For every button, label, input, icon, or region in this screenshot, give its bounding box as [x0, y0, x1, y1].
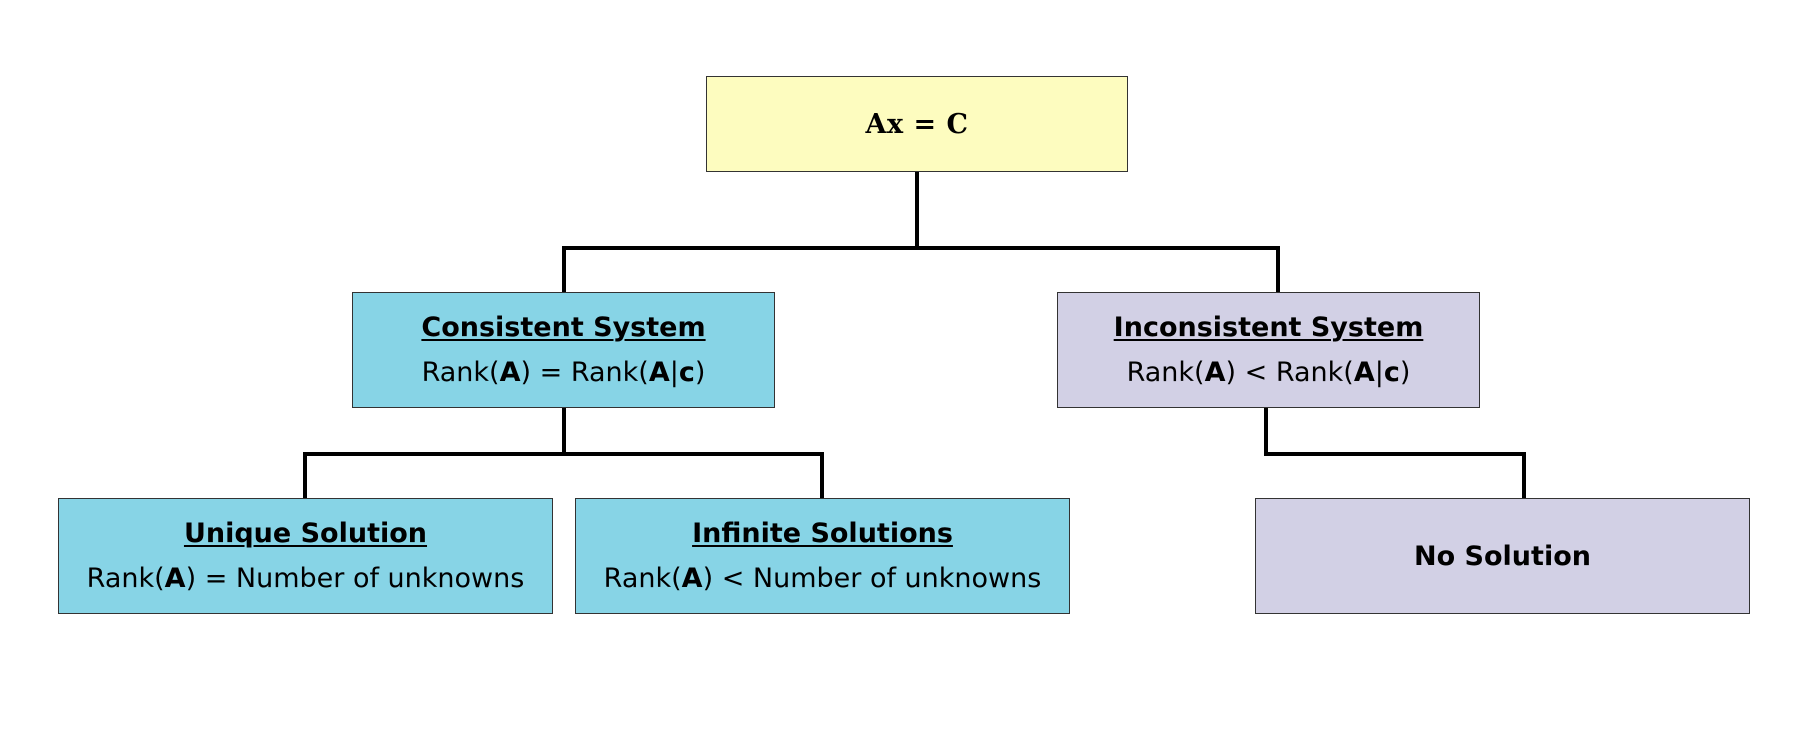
- cond-vector-c: c: [678, 357, 695, 388]
- unique-solution-condition: Rank(A) = Number of unknowns: [87, 563, 525, 594]
- cond-matrix-a: A: [1353, 357, 1375, 388]
- connector-consistent-stem: [562, 408, 566, 455]
- consistent-system-condition: Rank(A) = Rank(A|c): [422, 357, 706, 388]
- cond-vector-c: c: [1383, 357, 1400, 388]
- cond-text: Rank(: [1126, 357, 1205, 388]
- cond-matrix-a: A: [1204, 357, 1226, 388]
- connector-root-stem: [915, 172, 919, 249]
- infinite-solutions-title: Infinite Solutions: [692, 518, 953, 549]
- connector-to-inconsistent: [1276, 246, 1280, 292]
- connector-to-nosolution: [1522, 452, 1526, 498]
- cond-matrix-a: A: [499, 357, 521, 388]
- connector-to-unique: [303, 452, 307, 498]
- root-equation: Ax = C: [865, 108, 969, 140]
- connector-level1-bar: [562, 246, 1280, 250]
- unique-solution-node: Unique Solution Rank(A) = Number of unkn…: [58, 498, 553, 614]
- cond-matrix-a: A: [648, 357, 670, 388]
- cond-separator: |: [1374, 357, 1384, 388]
- connector-inconsistent-bar: [1264, 452, 1526, 456]
- cond-text: ) < Number of unknowns: [702, 563, 1042, 594]
- connector-inconsistent-stem: [1264, 408, 1268, 455]
- inconsistent-system-title: Inconsistent System: [1113, 312, 1424, 343]
- cond-text: ): [1399, 357, 1411, 388]
- cond-text: ) = Number of unknowns: [185, 563, 525, 594]
- cond-matrix-a: A: [681, 563, 703, 594]
- consistent-system-node: Consistent System Rank(A) = Rank(A|c): [352, 292, 775, 408]
- connector-to-consistent: [562, 246, 566, 292]
- connector-to-infinite: [820, 452, 824, 498]
- cond-text: Rank(: [86, 563, 165, 594]
- unique-solution-title: Unique Solution: [183, 518, 428, 549]
- inconsistent-system-condition: Rank(A) < Rank(A|c): [1127, 357, 1411, 388]
- consistent-system-title: Consistent System: [421, 312, 706, 343]
- cond-text: ) = Rank(: [520, 357, 649, 388]
- cond-text: ) < Rank(: [1225, 357, 1354, 388]
- cond-text: Rank(: [603, 563, 682, 594]
- no-solution-title: No Solution: [1414, 540, 1591, 572]
- inconsistent-system-node: Inconsistent System Rank(A) < Rank(A|c): [1057, 292, 1480, 408]
- connector-consistent-bar: [303, 452, 824, 456]
- infinite-solutions-node: Infinite Solutions Rank(A) < Number of u…: [575, 498, 1070, 614]
- infinite-solutions-condition: Rank(A) < Number of unknowns: [604, 563, 1042, 594]
- cond-matrix-a: A: [164, 563, 186, 594]
- cond-separator: |: [669, 357, 679, 388]
- no-solution-node: No Solution: [1255, 498, 1750, 614]
- root-node: Ax = C: [706, 76, 1128, 172]
- cond-text: ): [694, 357, 706, 388]
- cond-text: Rank(: [421, 357, 500, 388]
